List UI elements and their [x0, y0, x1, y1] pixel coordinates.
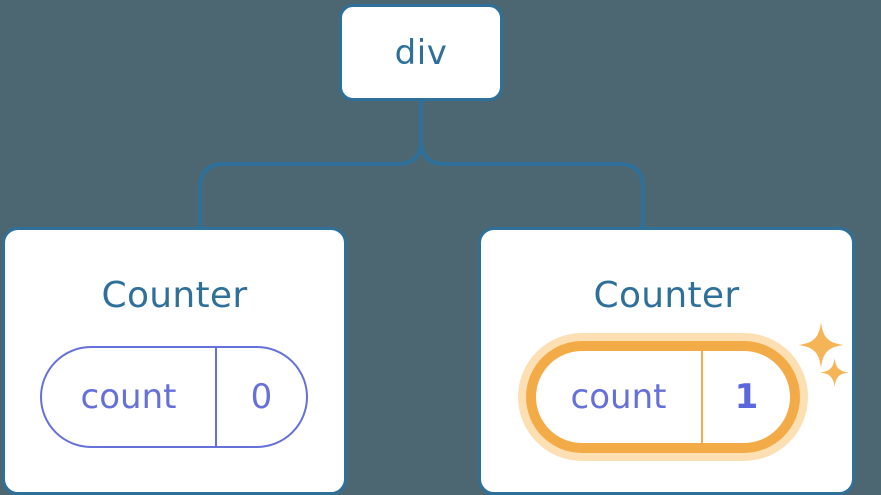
connector-right [419, 99, 645, 230]
node-div[interactable]: div [339, 4, 503, 101]
connector-left [198, 99, 423, 230]
state-pill-left[interactable]: count 0 [40, 346, 308, 448]
state-pill-left-value: 0 [250, 377, 273, 417]
state-pill-right-key: count [536, 351, 703, 443]
sparkle-large-icon [798, 322, 844, 368]
state-pill-right-body: count 1 [536, 351, 790, 443]
node-counter-right-title: Counter [593, 275, 740, 316]
state-pill-left-body: count 0 [40, 346, 308, 448]
state-pill-left-key: count [42, 348, 217, 446]
node-div-label: div [394, 32, 448, 73]
sparkle-small-icon [820, 358, 849, 387]
node-counter-left-title: Counter [101, 275, 248, 316]
state-pill-right-value: 1 [734, 377, 759, 417]
state-pill-right[interactable]: count 1 [518, 333, 808, 461]
